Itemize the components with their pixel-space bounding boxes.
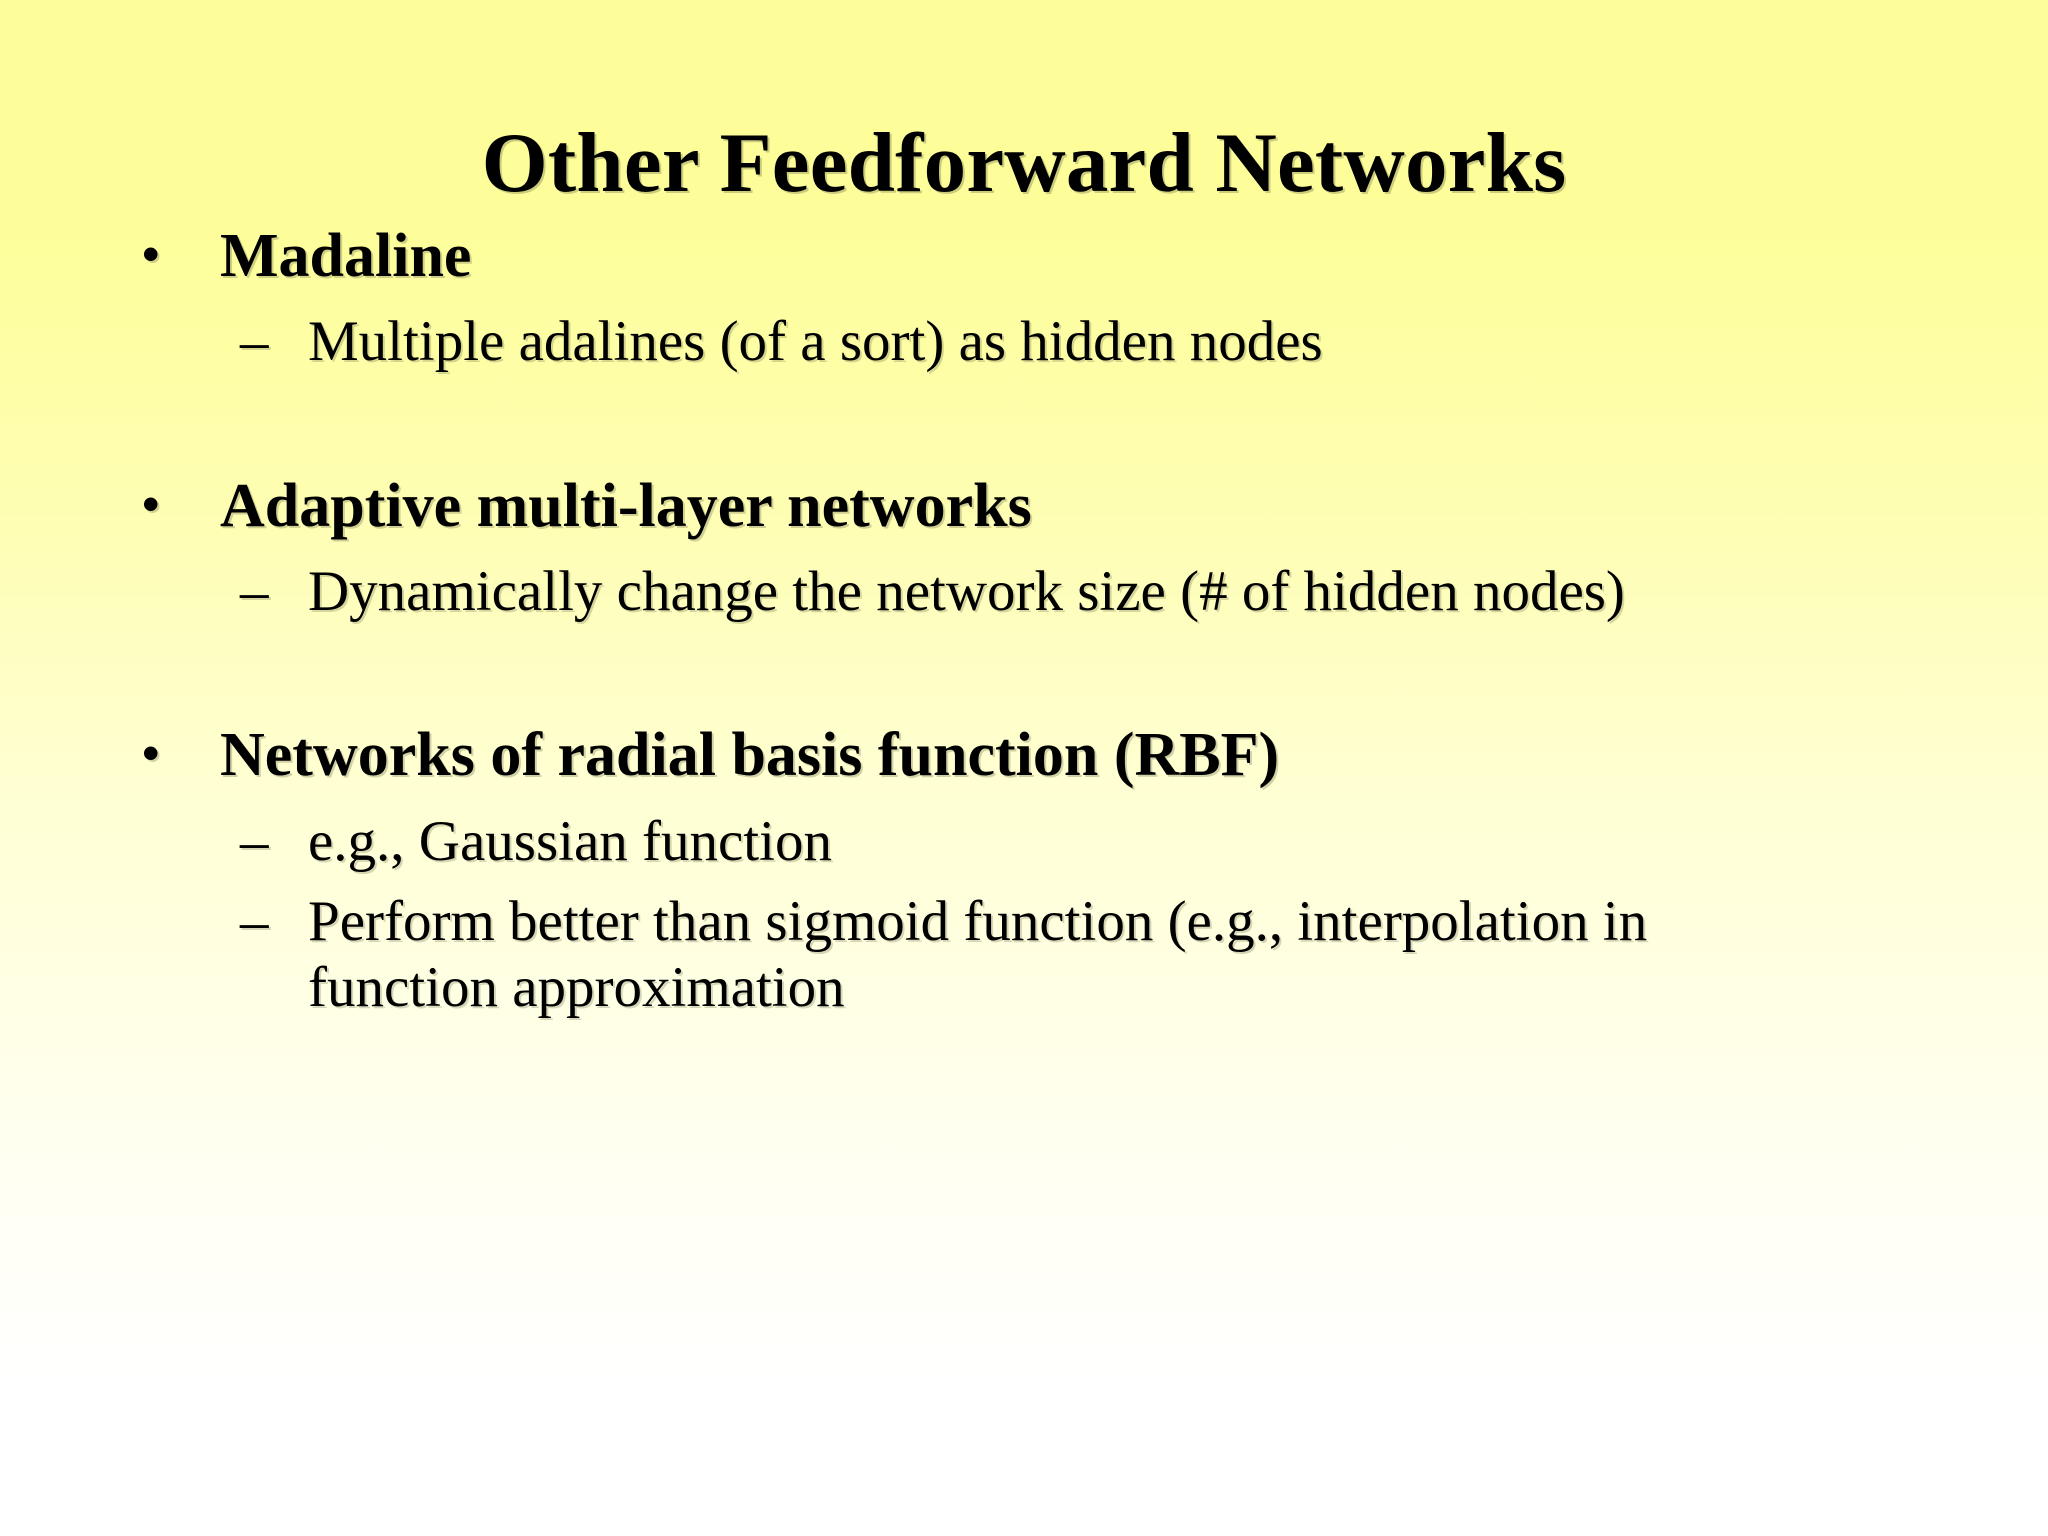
bullet-level2-multiple-adalines[interactable]: – Multiple adalines (of a sort) as hidde…: [128, 309, 1958, 375]
bullet-dash-icon: –: [240, 310, 269, 374]
bullet-dash-icon: –: [240, 889, 269, 953]
bullet-dash-icon: –: [240, 559, 269, 623]
bullet-dot-icon: •: [142, 475, 160, 532]
bullet-level2-gaussian-function[interactable]: – e.g., Gaussian function: [128, 809, 1958, 875]
bullet-level1-label: Adaptive multi-layer networks: [220, 471, 1032, 540]
slide-body: • Madaline – Multiple adalines (of a sor…: [128, 222, 1958, 1021]
bullet-level2-label: Dynamically change the network size (# o…: [308, 559, 1625, 623]
bullet-level2-label: Multiple adalines (of a sort) as hidden …: [308, 310, 1323, 374]
bullet-level2-label: Perform better than sigmoid function (e.…: [308, 889, 1648, 1019]
bullet-group-rbf: • Networks of radial basis function (RBF…: [128, 721, 1958, 1021]
bullet-level2-label: e.g., Gaussian function: [308, 809, 832, 873]
bullet-level1-label: Madaline: [220, 222, 472, 290]
bullet-level2-perform-better[interactable]: – Perform better than sigmoid function (…: [128, 889, 1958, 1021]
bullet-dot-icon: •: [142, 725, 160, 782]
bullet-level1-label: Networks of radial basis function (RBF): [220, 721, 1280, 790]
page-title: Other Feedforward Networks: [481, 115, 1567, 210]
bullet-level1-adaptive-multi-layer[interactable]: • Adaptive multi-layer networks: [128, 472, 1958, 541]
bullet-dot-icon: •: [142, 226, 160, 282]
bullet-dash-icon: –: [240, 809, 269, 873]
bullet-group-madaline: • Madaline – Multiple adalines (of a sor…: [128, 222, 1958, 376]
slide-title-block: Other Feedforward Networks: [0, 62, 2048, 265]
bullet-level1-rbf[interactable]: • Networks of radial basis function (RBF…: [128, 721, 1958, 790]
bullet-level1-madaline[interactable]: • Madaline: [128, 222, 1958, 291]
bullet-group-adaptive-multi-layer: • Adaptive multi-layer networks – Dynami…: [128, 472, 1958, 626]
bullet-level2-dynamically-change[interactable]: – Dynamically change the network size (#…: [128, 559, 1958, 625]
